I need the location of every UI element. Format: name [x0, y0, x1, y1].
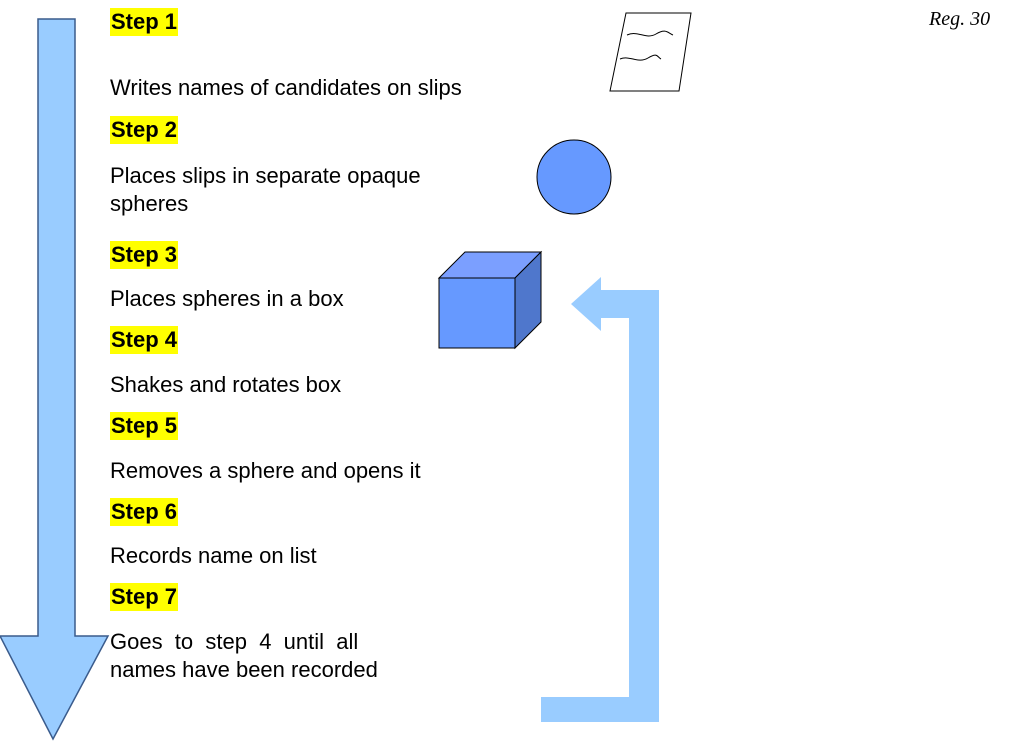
loop-back-arrow-shapes [541, 277, 659, 722]
step-6-text: Records name on list [110, 543, 317, 568]
step-4-title: Step 4 [110, 326, 179, 354]
step-2-text-line-2: spheres [110, 191, 189, 216]
step-1-title: Step 1 [110, 8, 179, 36]
step-5-text: Removes a sphere and opens it [110, 458, 421, 483]
step-6-title: Step 6 [110, 498, 179, 526]
down-arrow [0, 18, 110, 741]
step-7-title: Step 7 [110, 583, 179, 611]
step-5-title: Step 5 [110, 412, 179, 440]
step-4-text: Shakes and rotates box [110, 372, 342, 397]
step-2-title: Step 2 [110, 116, 179, 144]
paper-slip-icon [609, 12, 692, 92]
regulation-reference: Reg. 30 [929, 8, 991, 30]
step-3-text: Places spheres in a box [110, 286, 344, 311]
step-7-text-line-2: names have been recorded [110, 657, 378, 682]
step-1-text: Writes names of candidates on slips [110, 75, 462, 100]
step-2-text-line-1: Places slips in separate opaque [110, 163, 421, 188]
step-3-title: Step 3 [110, 241, 179, 269]
sphere-icon [536, 139, 612, 215]
step-7-text-line-1: Goes to step 4 until all [110, 629, 359, 654]
box-icon [437, 250, 543, 350]
